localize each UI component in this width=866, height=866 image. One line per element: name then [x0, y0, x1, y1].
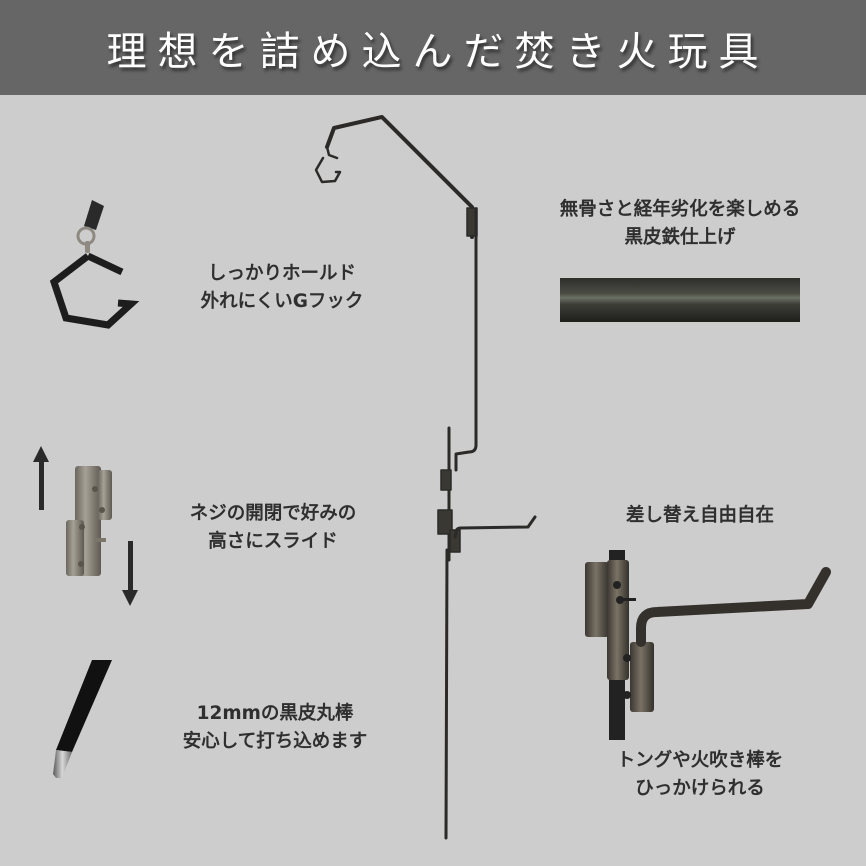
slide-joint-icon [66, 466, 112, 576]
g-hook-icon [49, 200, 140, 329]
caption-stake-line1: 12mmの黒皮丸棒 [196, 703, 354, 724]
caption-finish-line2: 黒皮鉄仕上げ [624, 227, 736, 248]
caption-slide-line2: 高さにスライド [208, 531, 338, 552]
caption-slide-line1: ネジの開閉で好みの [189, 503, 357, 524]
caption-swap: 差し替え自由自在 [590, 502, 810, 530]
caption-stake: 12mmの黒皮丸棒 安心して打ち込めます [155, 700, 395, 756]
caption-g-hook-line1: しっかりホールド [207, 263, 356, 284]
arm-bracket-icon [585, 550, 831, 740]
caption-g-hook: しっかりホールド 外れにくいGフック [168, 260, 396, 316]
arrow-up-icon [33, 446, 49, 510]
stake-tip-icon [53, 660, 112, 778]
caption-tongs-line1: トングや火吹き棒を [616, 750, 784, 771]
caption-stake-line2: 安心して打ち込めます [182, 731, 368, 752]
caption-finish-line1: 無骨さと経年劣化を楽しめる [559, 199, 801, 220]
caption-finish: 無骨さと経年劣化を楽しめる 黒皮鉄仕上げ [525, 196, 835, 252]
header-banner: 理想を詰め込んだ焚き火玩具 [0, 0, 866, 95]
caption-swap-line1: 差し替え自由自在 [625, 505, 774, 526]
arrow-down-icon [122, 541, 138, 606]
caption-slide: ネジの開閉で好みの 高さにスライド [158, 500, 388, 556]
caption-tongs: トングや火吹き棒を ひっかけられる [585, 747, 815, 803]
iron-bar-icon [560, 278, 800, 322]
page-title: 理想を詰め込んだ焚き火玩具 [106, 28, 770, 75]
caption-tongs-line2: ひっかけられる [635, 778, 765, 799]
caption-g-hook-line2: 外れにくいGフック [200, 291, 364, 312]
